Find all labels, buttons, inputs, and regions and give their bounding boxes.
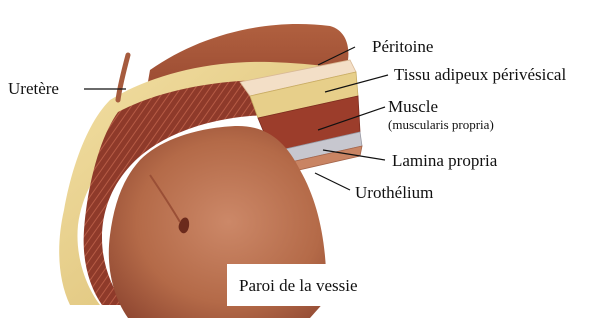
label-ureter: Uretère (8, 80, 59, 97)
label-perivesical-fat: Tissu adipeux périvésical (394, 66, 566, 83)
bladder-wall-caption-box: Paroi de la vessie (227, 264, 377, 306)
label-lamina-propria: Lamina propria (392, 152, 497, 169)
label-urothelium: Urothélium (355, 184, 433, 201)
label-bladder-wall: Paroi de la vessie (239, 276, 358, 296)
leader-urothelium (315, 173, 350, 190)
label-peritoneum: Péritoine (372, 38, 433, 55)
label-muscle: Muscle (388, 98, 438, 115)
label-muscularis-propria: (muscularis propria) (388, 118, 494, 131)
